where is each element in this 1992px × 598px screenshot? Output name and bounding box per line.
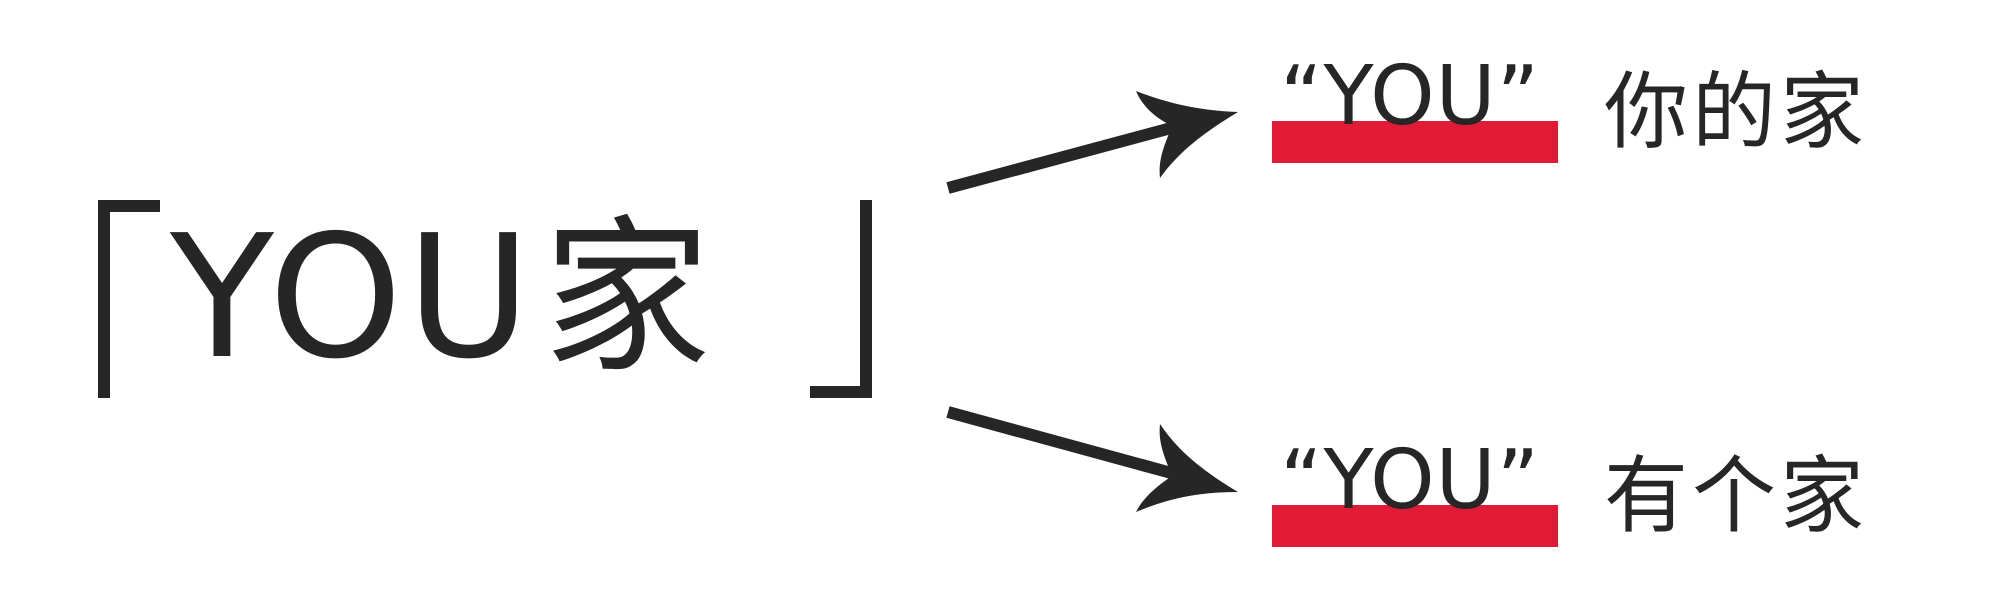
source-term-cjk: 家 [542,200,711,396]
quoted-term-group: “YOU” [1272,52,1562,172]
meaning-your-home: “YOU” 你的家 [1272,52,1868,172]
arrow-up-shaft [946,121,1177,194]
meaning-have-a-home: “YOU” 有个家 [1272,436,1868,556]
arrow-down-shaft [946,406,1177,480]
right-corner-bracket [810,200,872,398]
left-corner-bracket [98,200,160,398]
source-term: YOU 家 [170,208,711,388]
source-term-latin: YOU [170,199,535,397]
gloss-text: 有个家 [1604,447,1869,545]
arrow-up [946,91,1238,194]
red-highlight-bar [1272,505,1558,547]
red-highlight-bar [1272,121,1558,163]
quoted-term: “YOU” [1280,433,1541,528]
arrow-down [946,406,1238,512]
quoted-term: “YOU” [1280,49,1541,144]
gloss-text: 你的家 [1604,63,1869,161]
arrow-down-head [1136,424,1238,512]
arrow-up-head [1136,91,1238,178]
quoted-term-group: “YOU” [1272,436,1562,556]
